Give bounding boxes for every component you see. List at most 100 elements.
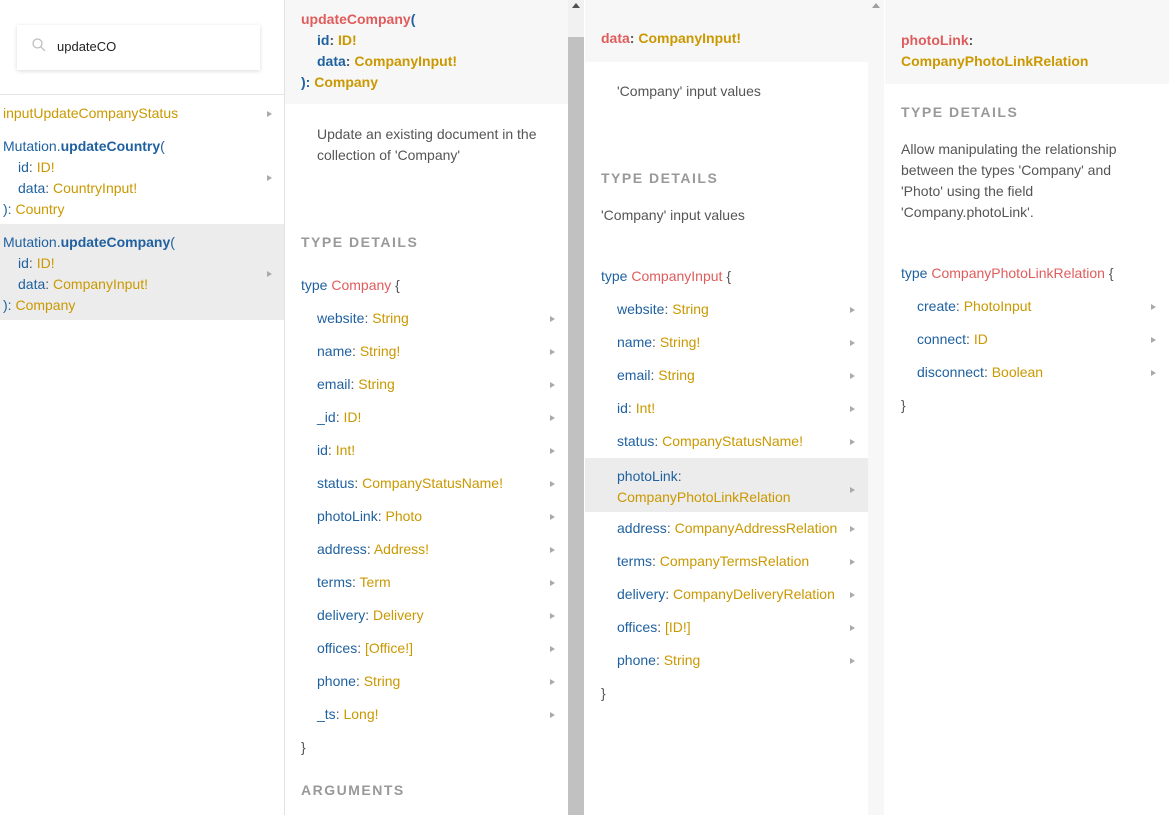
type-field-row[interactable]: phone: String — [317, 673, 400, 689]
brace: } — [601, 685, 606, 701]
field-type[interactable]: CompanyTermsRelation — [659, 553, 810, 569]
type-field-row[interactable]: email: String — [317, 376, 395, 392]
type-field-row[interactable]: address: CompanyAddressRelation — [617, 520, 837, 536]
type-field-row[interactable]: _ts: Long! — [317, 706, 379, 722]
scrollbar-thumb[interactable] — [568, 37, 584, 815]
chevron-right-icon — [550, 481, 555, 487]
chevron-right-icon — [850, 307, 855, 313]
scrollbar[interactable] — [568, 0, 584, 815]
scroll-up-icon[interactable] — [872, 3, 880, 8]
chevron-right-icon — [850, 592, 855, 598]
type-field-row[interactable]: id: Int! — [617, 400, 655, 416]
field-type[interactable]: String — [372, 310, 409, 326]
type-field-row[interactable]: name: String! — [617, 334, 700, 350]
type-field-row[interactable]: delivery: CompanyDeliveryRelation — [617, 586, 835, 602]
type-name[interactable]: Company — [331, 277, 392, 293]
field-type[interactable]: String — [672, 301, 709, 317]
type-field-row[interactable]: delivery: Delivery — [317, 607, 424, 623]
field-type[interactable]: CompanyStatusName! — [362, 475, 503, 491]
field-name: id — [617, 400, 628, 416]
colon: : — [966, 331, 974, 347]
field-type[interactable]: String! — [359, 343, 401, 359]
chevron-right-icon — [550, 712, 555, 718]
type-field-row[interactable]: name: String! — [317, 343, 400, 359]
field-type[interactable]: CompanyStatusName! — [662, 433, 803, 449]
chevron-right-icon — [550, 580, 555, 586]
field-type[interactable]: CompanyDeliveryRelation — [673, 586, 835, 602]
type-field-row[interactable]: offices: [Office!] — [317, 640, 413, 656]
field-name: id — [317, 442, 328, 458]
result-item[interactable]: inputUpdateCompanyStatus — [0, 103, 284, 124]
search-box[interactable]: updateCO — [17, 25, 260, 70]
type-field-row[interactable]: status: CompanyStatusName! — [317, 475, 503, 491]
field-type[interactable]: Boolean — [991, 364, 1044, 380]
field-type[interactable]: Photo — [385, 508, 423, 524]
field-type[interactable]: String — [663, 652, 701, 668]
type-field-row[interactable]: create: PhotoInput — [917, 298, 1031, 314]
field-type[interactable]: Int! — [335, 442, 356, 458]
type-field-row[interactable]: phone: String — [617, 652, 700, 668]
field-type[interactable]: ID! — [343, 409, 362, 425]
chevron-right-icon — [550, 448, 555, 454]
paren: ( — [170, 234, 175, 250]
type-name[interactable]: CompanyPhotoLinkRelation — [931, 265, 1105, 281]
type-field-row[interactable]: website: String — [617, 301, 709, 317]
field-type[interactable]: String — [658, 367, 695, 383]
colon: : — [666, 520, 675, 536]
arg-name: data — [18, 276, 46, 292]
scroll-up-icon[interactable] — [572, 3, 580, 8]
field-type[interactable]: Term — [359, 574, 391, 590]
field-type[interactable]: CompanyPhotoLinkRelation — [901, 53, 1089, 69]
colon: : — [650, 367, 659, 383]
return-type[interactable]: Company — [314, 74, 379, 90]
field-type[interactable]: String — [363, 673, 401, 689]
arg-type[interactable]: ID! — [338, 32, 357, 48]
paren: ( — [410, 11, 416, 27]
field-type[interactable]: [ID!] — [665, 619, 691, 635]
result-item-selected[interactable]: Mutation.updateCompany( id: ID! data: Co… — [0, 224, 284, 320]
field-type[interactable]: ID — [973, 331, 988, 347]
field-type[interactable]: String! — [659, 334, 701, 350]
type-field-row[interactable]: connect: ID — [917, 331, 988, 347]
colon: : — [654, 433, 663, 449]
field-name: terms — [617, 553, 652, 569]
type-field-row[interactable]: email: String — [617, 367, 695, 383]
field-type[interactable]: CompanyPhotoLinkRelation — [617, 489, 791, 505]
arg-type[interactable]: CompanyInput! — [638, 30, 742, 46]
field-type[interactable]: Address! — [373, 541, 430, 557]
type-name[interactable]: CompanyInput — [631, 268, 723, 284]
search-icon — [32, 38, 46, 52]
arg-type[interactable]: CompanyInput! — [354, 53, 458, 69]
type-field-row[interactable]: website: String — [317, 310, 409, 326]
field-type[interactable]: PhotoInput — [963, 298, 1032, 314]
type-field-row[interactable]: photoLink: Photo — [317, 508, 422, 524]
type-field-row[interactable]: status: CompanyStatusName! — [617, 433, 803, 449]
field-type[interactable]: [Office!] — [365, 640, 413, 656]
field-type[interactable]: String — [358, 376, 395, 392]
field-name: create — [917, 298, 956, 314]
field-type[interactable]: Delivery — [373, 607, 424, 623]
type-keyword: type — [901, 265, 928, 281]
field-type[interactable]: CompanyAddressRelation — [674, 520, 838, 536]
scrollbar[interactable] — [868, 0, 884, 815]
field-type[interactable]: Long! — [343, 706, 379, 722]
field-name: data — [601, 30, 630, 46]
chevron-right-icon — [267, 271, 272, 277]
field-name: phone — [317, 673, 356, 689]
type-field-row[interactable]: terms: CompanyTermsRelation — [617, 553, 809, 569]
search-input[interactable]: updateCO — [57, 39, 117, 54]
type-field-row[interactable]: terms: Term — [317, 574, 391, 590]
field-name: address — [317, 541, 367, 557]
chevron-right-icon — [1151, 304, 1156, 310]
result-item[interactable]: Mutation.updateCountry( id: ID! data: Co… — [3, 138, 165, 217]
type-field-row[interactable]: address: Address! — [317, 541, 429, 557]
type-field-row[interactable]: disconnect: Boolean — [917, 364, 1043, 380]
type-field-row[interactable]: id: Int! — [317, 442, 355, 458]
colon: : — [355, 673, 364, 689]
chevron-right-icon — [850, 373, 855, 379]
field-type[interactable]: Int! — [635, 400, 656, 416]
chevron-right-icon — [550, 514, 555, 520]
type-field-row[interactable]: _id: ID! — [317, 409, 361, 425]
type-field-row[interactable]: offices: [ID!] — [617, 619, 691, 635]
type-field-row[interactable]: photoLink: CompanyPhotoLinkRelation — [585, 458, 868, 512]
